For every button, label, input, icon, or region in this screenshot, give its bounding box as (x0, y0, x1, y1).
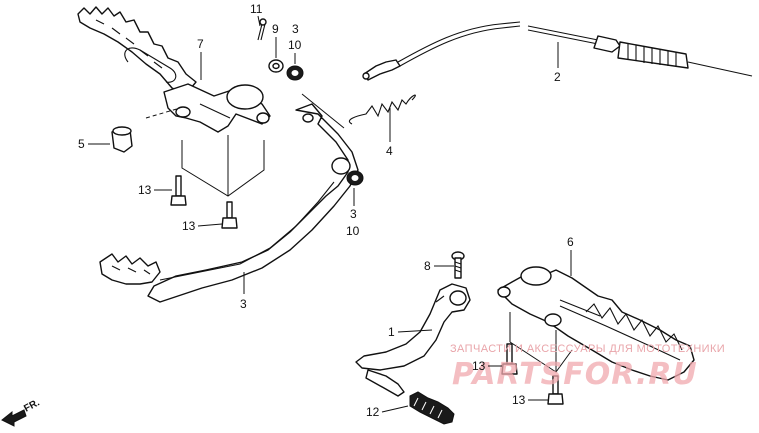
front-direction-marker: FR. (1, 397, 42, 427)
shift-lever (355, 283, 471, 397)
brake-pedal (99, 103, 359, 303)
callout-8: 8 (424, 259, 431, 273)
brake-cable (362, 21, 753, 81)
watermark-tagline: ЗАПЧАСТИ И АКСЕССУАРЫ ДЛЯ МОТОТЕХНИКИ (450, 343, 725, 355)
callout-3-pedal: 3 (240, 297, 247, 311)
cap-nut-5 (111, 126, 133, 153)
bolt-13-left-b (221, 201, 238, 229)
callout-11: 11 (250, 2, 263, 16)
watermark: ЗАПЧАСТИ И АКСЕССУАРЫ ДЛЯ МОТОТЕХНИКИ PA… (450, 343, 725, 392)
callout-13-left-b: 13 (182, 219, 196, 233)
callout-9: 9 (272, 22, 279, 36)
callout-13-left-a: 13 (138, 183, 152, 197)
callout-1: 1 (388, 325, 395, 339)
watermark-brand: PARTSFOR.RU (452, 357, 698, 392)
left-footpeg (77, 6, 271, 133)
return-spring (348, 94, 416, 125)
callout-5: 5 (78, 137, 85, 151)
bolt-13-right-a (501, 343, 518, 375)
right-footpeg (497, 266, 695, 381)
fr-label: FR. (22, 397, 42, 414)
callout-13-right-a: 13 (472, 359, 486, 373)
split-pin-11 (257, 18, 267, 41)
callout-2: 2 (554, 70, 561, 84)
washer-10-top (286, 65, 304, 81)
callout-10-mid: 10 (346, 224, 360, 238)
callout-10-top: 10 (288, 38, 302, 52)
bolt-13-right-b (547, 375, 564, 405)
callout-6: 6 (567, 235, 574, 249)
callout-12: 12 (366, 405, 380, 419)
bolt-8 (451, 251, 465, 279)
callout-3-top: 3 (292, 22, 299, 36)
callout-3-mid: 3 (350, 207, 357, 221)
bolt-13-left-a (170, 175, 187, 206)
shift-rubber-12 (409, 391, 455, 425)
washer-9 (268, 59, 284, 73)
callout-13-right-b: 13 (512, 393, 526, 407)
washer-10-bottom (346, 170, 364, 186)
callout-7: 7 (197, 37, 204, 51)
callout-4: 4 (386, 144, 393, 158)
